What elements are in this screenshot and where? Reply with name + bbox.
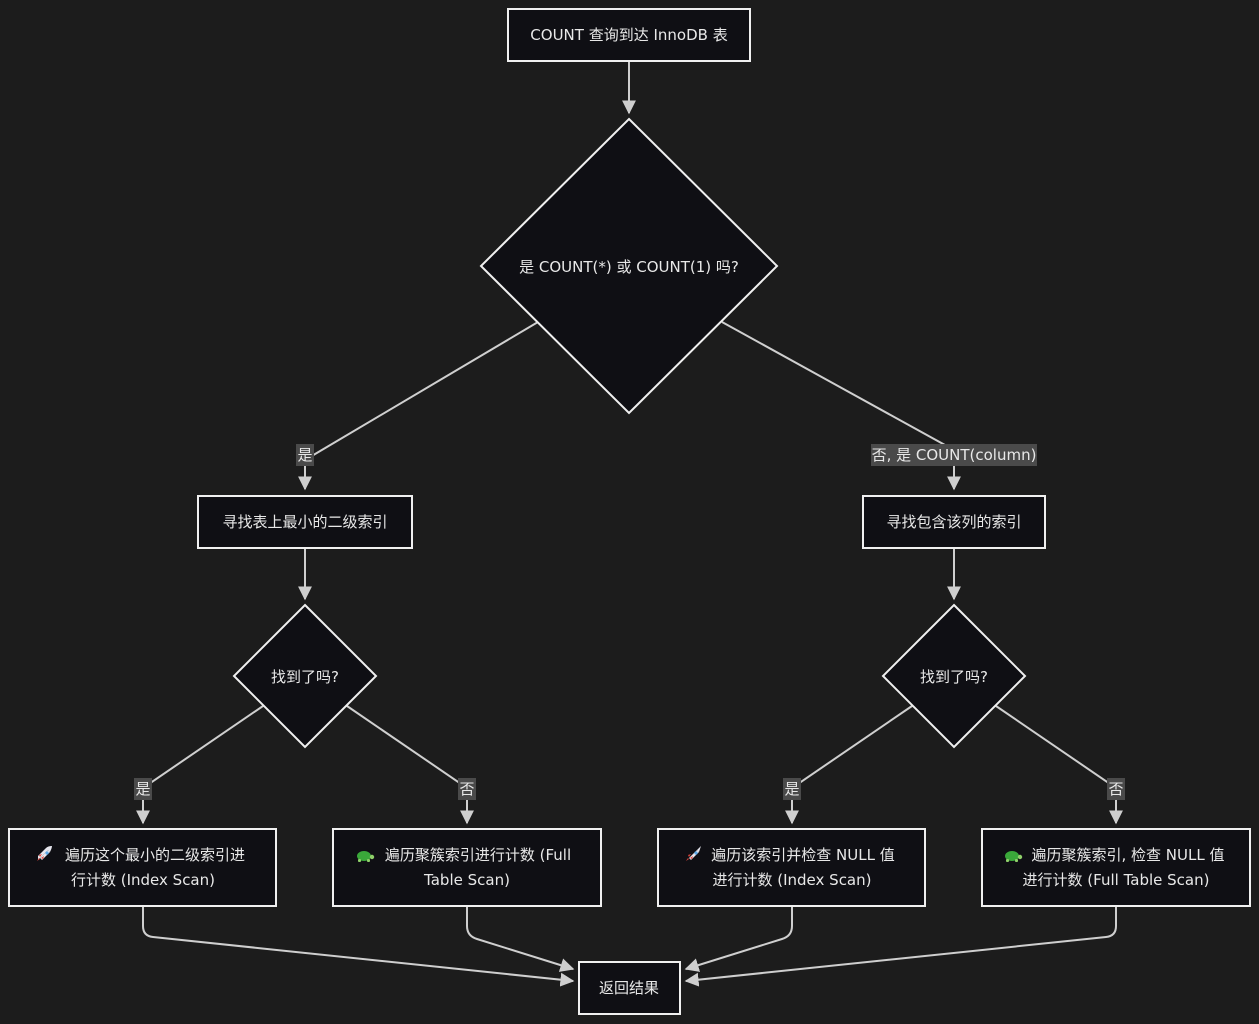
edge-label-right-no: 否 <box>1107 778 1125 800</box>
svg-text:遍历聚簇索引进行计数 (Full: 遍历聚簇索引进行计数 (Full <box>385 846 571 864</box>
edge-found-right-no <box>995 705 1123 825</box>
svg-text:寻找包含该列的索引: 寻找包含该列的索引 <box>886 513 1021 531</box>
edge-labels: 是 否, 是 COUNT(column) 是 否 是 否 <box>134 444 1125 800</box>
scan-index-null-node: 遍历该索引并检查 NULL 值 进行计数 (Index Scan) <box>657 828 926 907</box>
edge-label-main-no: 否, 是 COUNT(column) <box>871 444 1037 466</box>
svg-text:是: 是 <box>135 780 150 798</box>
edge-decision-to-find-secondary <box>298 321 539 491</box>
nodes: COUNT 查询到达 InnoDB 表 是 COUNT(*) 或 COUNT(1… <box>8 8 1251 1015</box>
scan-secondary-index-node: 遍历这个最小的二级索引进 行计数 (Index Scan) <box>8 828 277 907</box>
svg-text:COUNT 查询到达 InnoDB 表: COUNT 查询到达 InnoDB 表 <box>530 26 727 44</box>
rocket-icon <box>686 846 701 861</box>
svg-text:遍历该索引并检查 NULL 值: 遍历该索引并检查 NULL 值 <box>711 846 894 864</box>
decision-found-left: 找到了吗? <box>232 603 378 749</box>
edge-label-right-yes: 是 <box>783 778 801 800</box>
rocket-icon <box>37 846 52 861</box>
turtle-icon <box>357 851 375 862</box>
result-node: 返回结果 <box>578 961 681 1015</box>
svg-text:否: 否 <box>459 780 474 798</box>
svg-text:遍历聚簇索引, 检查 NULL 值: 遍历聚簇索引, 检查 NULL 值 <box>1032 846 1225 864</box>
turtle-icon <box>1005 851 1023 862</box>
edge-label-main-yes: 是 <box>296 444 314 466</box>
edge-scan-index-null-to-result <box>684 906 793 972</box>
find-column-index-node: 寻找包含该列的索引 <box>862 495 1046 549</box>
edge-scan-clustered-left-to-result <box>466 906 575 972</box>
svg-text:找到了吗?: 找到了吗? <box>920 668 988 686</box>
scan-clustered-left-node: 遍历聚簇索引进行计数 (Full Table Scan) <box>332 828 602 907</box>
find-secondary-index-node: 寻找表上最小的二级索引 <box>197 495 413 549</box>
start-node: COUNT 查询到达 InnoDB 表 <box>507 8 751 62</box>
svg-text:Table Scan): Table Scan) <box>423 871 510 889</box>
edge-label-left-yes: 是 <box>134 778 152 800</box>
svg-text:找到了吗?: 找到了吗? <box>271 668 339 686</box>
decision-found-right: 找到了吗? <box>881 603 1027 749</box>
svg-text:进行计数 (Full Table Scan): 进行计数 (Full Table Scan) <box>1023 871 1210 889</box>
edge-found-left-no <box>346 705 474 825</box>
svg-text:行计数 (Index Scan): 行计数 (Index Scan) <box>71 871 215 889</box>
edge-scan-secondary-to-result <box>142 906 575 987</box>
svg-text:返回结果: 返回结果 <box>599 979 659 997</box>
svg-text:遍历这个最小的二级索引进: 遍历这个最小的二级索引进 <box>65 846 245 864</box>
svg-text:否, 是 COUNT(column): 否, 是 COUNT(column) <box>872 446 1037 464</box>
svg-text:是: 是 <box>297 446 312 464</box>
svg-text:否: 否 <box>1108 780 1123 798</box>
edge-label-left-no: 否 <box>458 778 476 800</box>
edge-scan-clustered-right-to-result <box>684 906 1117 987</box>
edge-found-right-yes <box>785 705 913 825</box>
decision-main: 是 COUNT(*) 或 COUNT(1) 吗? <box>479 117 779 415</box>
svg-text:寻找表上最小的二级索引: 寻找表上最小的二级索引 <box>222 513 387 531</box>
edge-found-left-yes <box>136 705 264 825</box>
svg-text:是: 是 <box>784 780 799 798</box>
scan-clustered-right-node: 遍历聚簇索引, 检查 NULL 值 进行计数 (Full Table Scan) <box>981 828 1251 907</box>
svg-text:是 COUNT(*) 或 COUNT(1) 吗?: 是 COUNT(*) 或 COUNT(1) 吗? <box>519 258 739 276</box>
svg-text:进行计数 (Index Scan): 进行计数 (Index Scan) <box>712 871 871 889</box>
